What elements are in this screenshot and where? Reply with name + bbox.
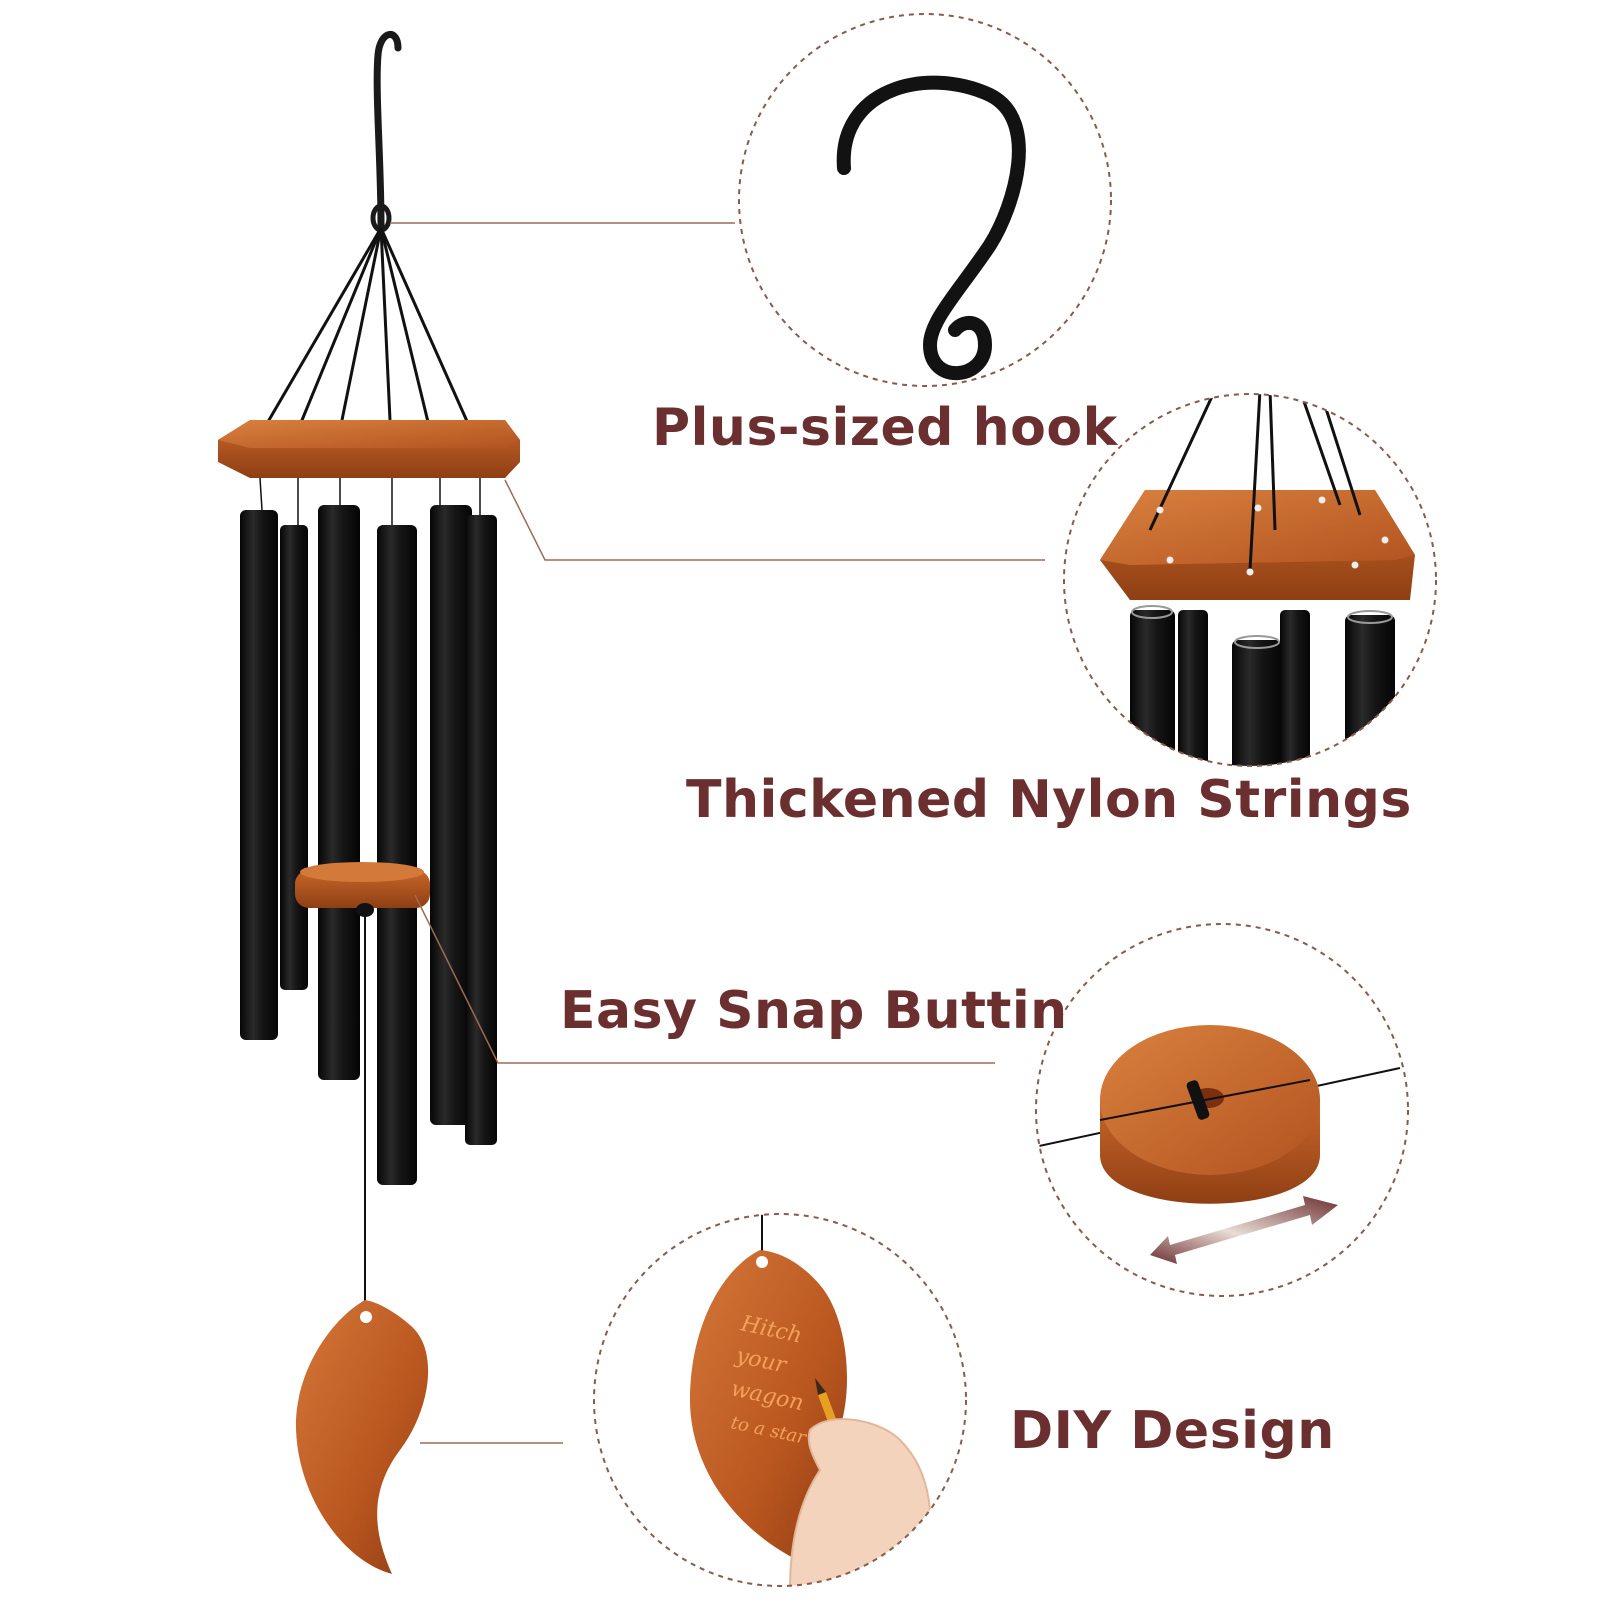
s-hook-icon: [836, 75, 1026, 381]
tube-5: [430, 505, 472, 1125]
tube-2: [280, 525, 308, 990]
strings-detail-circle: [1063, 393, 1437, 767]
diy-detail-circle: Hitch your wagon to a star: [593, 1213, 967, 1587]
leaf-sail: [295, 1300, 429, 1574]
tube-1: [240, 510, 278, 1040]
center-striker-disc: [295, 862, 430, 917]
move-arrow-icon: [1150, 1196, 1338, 1264]
label-thickened-nylon-strings: Thickened Nylon Strings: [686, 770, 1412, 830]
callout-lines: [390, 222, 1045, 1444]
label-diy-design: DIY Design: [1010, 1401, 1335, 1461]
button-detail-circle: [1035, 923, 1409, 1297]
tube-3: [318, 505, 360, 1080]
tube-6: [465, 515, 497, 1145]
tube-4: [377, 525, 417, 1185]
chime-tubes: [240, 477, 497, 1185]
wind-chime: [218, 31, 520, 1574]
top-hook-icon: [373, 31, 402, 229]
wooden-top-plate: [218, 420, 520, 478]
hook-detail-circle: [738, 13, 1112, 387]
label-plus-sized-hook: Plus-sized hook: [652, 398, 1118, 458]
label-easy-snap-button: Easy Snap Buttin: [560, 981, 1068, 1041]
hanging-strings: [260, 227, 472, 433]
